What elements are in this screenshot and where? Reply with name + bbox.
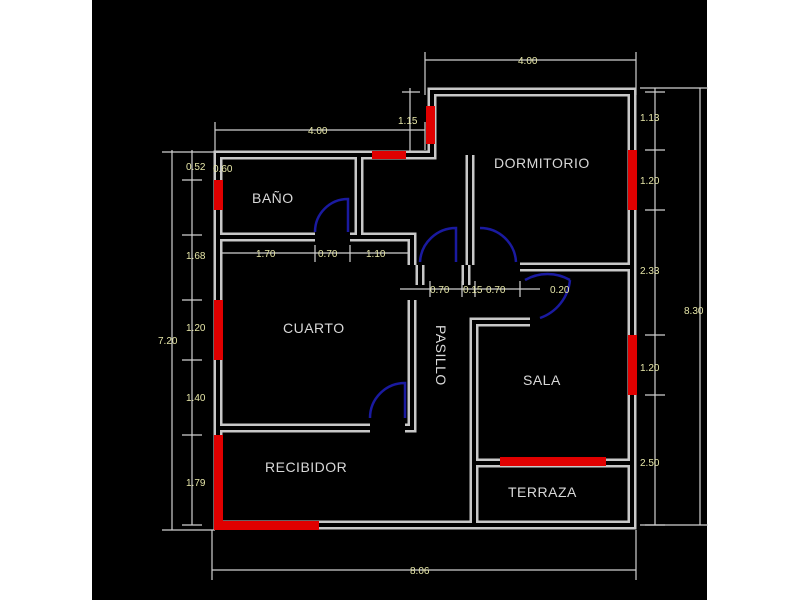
dim-label: 1.70	[256, 249, 276, 260]
dim-label: 1.68	[186, 251, 206, 262]
dim-label: 2.33	[640, 266, 660, 277]
dim-label: 1.20	[640, 176, 660, 187]
room-label-terraza: TERRAZA	[508, 484, 577, 500]
room-label-dormitorio: DORMITORIO	[494, 155, 590, 171]
room-label-pasillo: PASILLO	[433, 325, 449, 386]
dim-label: 7.20	[158, 336, 178, 347]
dim-label: 0.52	[186, 162, 206, 173]
dim-label: 0.70	[486, 285, 506, 296]
dim-label: 1.15	[398, 116, 418, 127]
dim-label: 2.50	[640, 458, 660, 469]
dim-label: 0.70	[318, 249, 338, 260]
dim-label: 0.70	[430, 285, 450, 296]
room-label-sala: SALA	[523, 372, 561, 388]
dim-label: 0.15	[463, 285, 483, 296]
room-label-recibidor: RECIBIDOR	[265, 459, 347, 475]
dim-label: 1.20	[640, 363, 660, 374]
dim-label: 0.20	[550, 285, 570, 296]
dim-label: 4.00	[518, 56, 538, 67]
cad-canvas: BAÑO DORMITORIO CUARTO PASILLO SALA RECI…	[92, 0, 708, 600]
room-label-bano: BAÑO	[252, 190, 294, 206]
windows	[214, 106, 637, 530]
dim-label: 1.40	[186, 393, 206, 404]
dim-label: 1.79	[186, 478, 206, 489]
dim-label: 0.60	[213, 164, 233, 175]
dimension-lines	[162, 52, 708, 580]
dim-label: 1.13	[640, 113, 660, 124]
dim-label: 1.20	[186, 323, 206, 334]
room-label-cuarto: CUARTO	[283, 320, 345, 336]
dimension-labels: 4.00 4.00 1.15 0.52 0.60 1.68 1.20 1.40 …	[158, 56, 704, 577]
dim-label: 8.06	[410, 566, 430, 577]
dim-label: 1.10	[366, 249, 386, 260]
dim-label: 4.00	[308, 126, 328, 137]
dim-label: 8.30	[684, 306, 704, 317]
doors	[313, 197, 572, 419]
